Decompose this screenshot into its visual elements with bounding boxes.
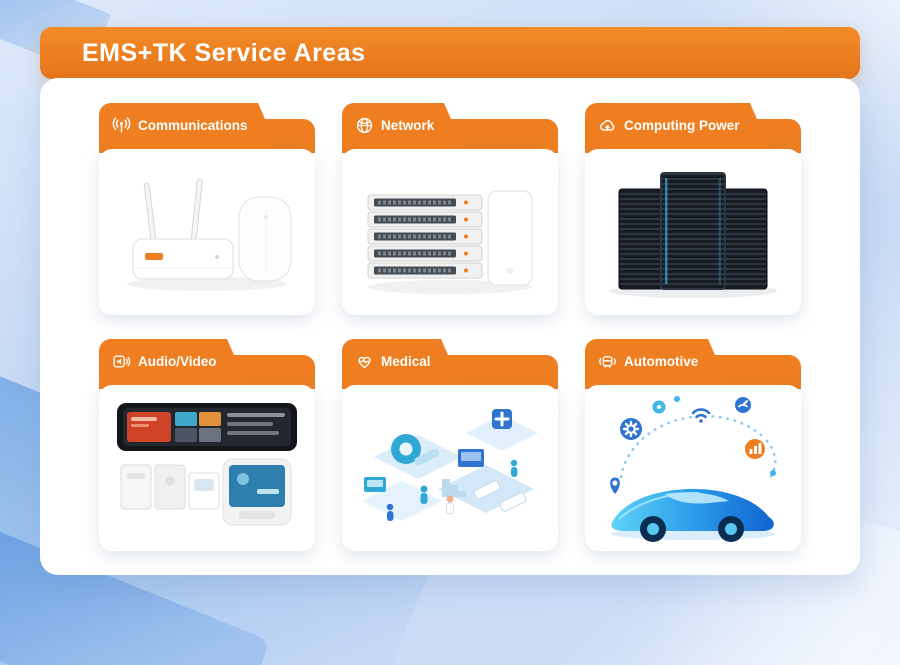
card-body [585,148,801,315]
server-rack-product-photo [609,171,777,298]
folder-tab: Network [342,102,465,149]
card-body [99,148,315,315]
service-card-medical: Medical [342,338,558,551]
audio-video-product-photo [117,402,297,525]
card-label: Audio/Video [138,354,217,369]
card-body [585,384,801,551]
card-label: Communications [138,118,248,133]
globe-icon [356,117,373,134]
service-card-network: Network [342,102,558,315]
folder-tab: Medical [342,338,460,385]
header-bar: EMS+TK Service Areas [40,27,860,79]
card-label: Automotive [624,354,699,369]
vehicle-icon [599,356,616,368]
page-title: EMS+TK Service Areas [82,38,366,67]
cloud-icon [600,120,615,132]
folder-tab: Audio/Video [99,338,246,385]
service-card-computing-power: Computing Power [585,102,801,315]
folder-tab: Automotive [585,338,729,385]
connected-car-illustration [610,395,777,542]
router-product-photo [127,178,292,291]
service-card-communications: Communications [99,102,315,315]
folder-tab: Computing Power [585,102,769,149]
card-label: Network [381,118,435,133]
card-body [342,148,558,315]
card-label: Computing Power [624,118,740,133]
heart-icon [358,356,371,369]
folder-tab: Communications [99,102,277,149]
service-card-audio-video: Audio/Video [99,338,315,551]
card-body [99,384,315,551]
switch-stack-product-photo [366,190,533,294]
card-body [342,384,558,551]
main-panel: Communications [40,78,860,575]
service-card-automotive: Automotive [585,338,801,551]
card-label: Medical [381,354,431,369]
speaker-icon [113,355,131,368]
antenna-icon [112,117,131,133]
card-grid: Communications [40,78,860,575]
medical-isometric-illustration [362,408,538,521]
